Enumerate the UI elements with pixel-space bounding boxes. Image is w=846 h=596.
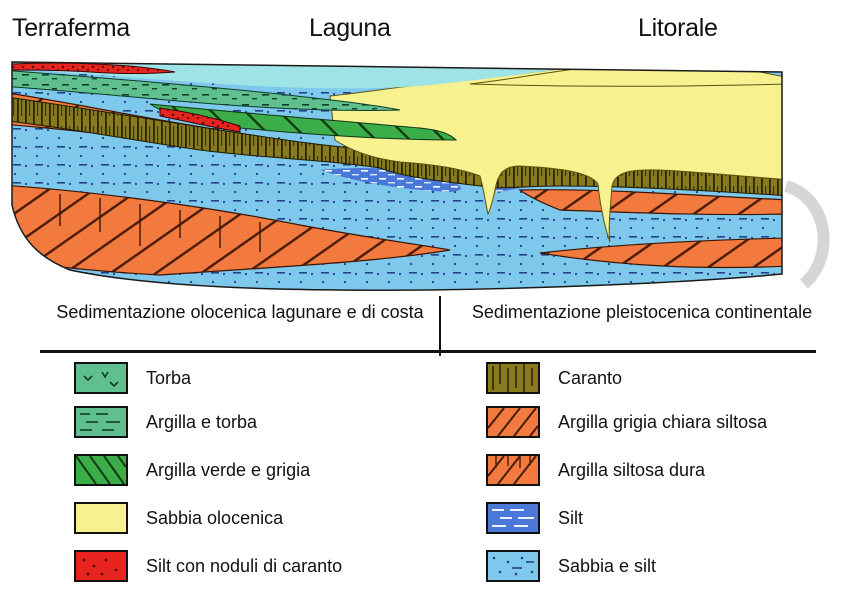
- grey-arc-decoration: [786, 186, 824, 284]
- legend-label: Sabbia e silt: [558, 556, 656, 577]
- legend-label: Argilla siltosa dura: [558, 460, 705, 481]
- legend-label: Argilla e torba: [146, 412, 257, 433]
- legend-item-caranto: Caranto: [486, 360, 622, 396]
- legend-item-silt-noduli-caranto: Silt con noduli di caranto: [74, 548, 342, 584]
- legend-heading-pleistocene: Sedimentazione pleistocenica continental…: [442, 301, 842, 323]
- legend-item-sabbia-olocenica: Sabbia olocenica: [74, 500, 283, 536]
- legend-label: Silt con noduli di caranto: [146, 556, 342, 577]
- legend-label: Argilla verde e grigia: [146, 460, 310, 481]
- green-grey-clay-swatch-icon: [74, 454, 128, 486]
- light-grey-silty-clay-swatch-icon: [486, 406, 540, 438]
- legend-item-argilla-siltosa-dura: Argilla siltosa dura: [486, 452, 705, 488]
- legend-item-argilla-e-torba: Argilla e torba: [74, 404, 257, 440]
- legend-item-argilla-verde-grigia: Argilla verde e grigia: [74, 452, 310, 488]
- legend-heading-holocene: Sedimentazione olocenica lagunare e di c…: [40, 301, 440, 323]
- legend-item-torba: Torba: [74, 360, 191, 396]
- legend-label: Silt: [558, 508, 583, 529]
- legend-label: Caranto: [558, 368, 622, 389]
- holocene-sand-swatch-icon: [74, 502, 128, 534]
- geological-cross-section: [0, 0, 846, 300]
- silt-swatch-icon: [486, 502, 540, 534]
- legend-item-silt: Silt: [486, 500, 583, 536]
- peat-swatch-icon: [74, 362, 128, 394]
- legend-horizontal-divider: [40, 350, 816, 353]
- caranto-swatch-icon: [486, 362, 540, 394]
- hard-silty-clay-swatch-icon: [486, 454, 540, 486]
- legend-label: Sabbia olocenica: [146, 508, 283, 529]
- legend-vertical-divider: [439, 296, 441, 356]
- silt-nodules-swatch-icon: [74, 550, 128, 582]
- legend-label: Argilla grigia chiara siltosa: [558, 412, 767, 433]
- sand-silt-swatch-icon: [486, 550, 540, 582]
- clay-peat-swatch-icon: [74, 406, 128, 438]
- legend-label: Torba: [146, 368, 191, 389]
- legend-item-sabbia-e-silt: Sabbia e silt: [486, 548, 656, 584]
- legend-item-argilla-grigia-chiara: Argilla grigia chiara siltosa: [486, 404, 767, 440]
